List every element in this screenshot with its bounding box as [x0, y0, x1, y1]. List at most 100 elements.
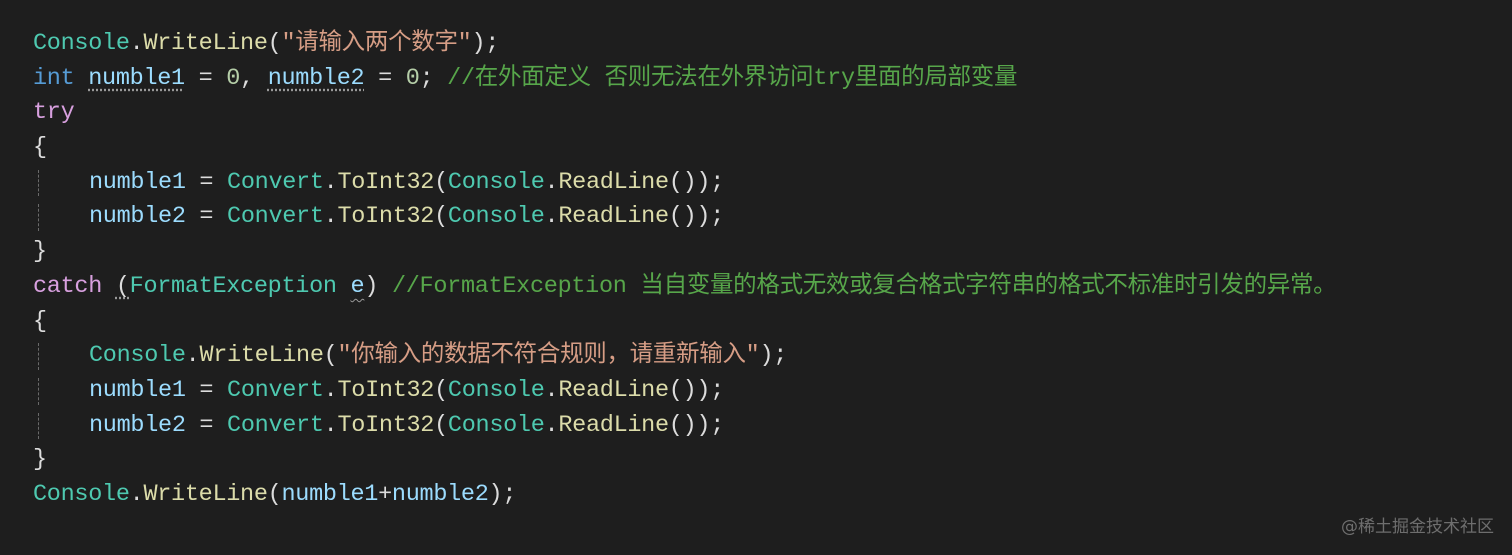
- space: [378, 273, 392, 300]
- method-token: WriteLine: [143, 30, 268, 57]
- variable-token: numble1: [89, 376, 186, 404]
- code-editor[interactable]: Console.WriteLine("请输入两个数字"); int numble…: [33, 27, 1337, 513]
- type-token: Convert: [227, 411, 324, 439]
- variable-token: numble2: [89, 411, 186, 439]
- code-line-10: Console.WriteLine("你输入的数据不符合规则，请重新输入");: [33, 339, 1336, 374]
- watermark: @稀土掘金技术社区: [1341, 517, 1494, 537]
- brace-token: }: [33, 238, 47, 266]
- code-line-3: try: [33, 96, 1336, 131]
- method-token: ReadLine: [558, 376, 669, 404]
- indent-guide: [38, 343, 39, 370]
- keyword-token: catch: [33, 272, 103, 300]
- punct-token: (: [434, 411, 448, 439]
- punct-token: =: [185, 376, 228, 404]
- method-token: ReadLine: [558, 168, 669, 196]
- punct-token: .: [544, 203, 559, 231]
- variable-token: e: [350, 272, 365, 300]
- punct-token: ,: [240, 64, 268, 92]
- method-token: ToInt32: [337, 168, 435, 196]
- punct-token: .: [185, 342, 200, 370]
- method-token: ReadLine: [558, 411, 669, 439]
- punct-token: +: [378, 480, 392, 508]
- type-token: FormatException: [129, 272, 337, 300]
- punct-token: );: [488, 480, 517, 508]
- method-token: ToInt32: [337, 376, 435, 404]
- number-literal: 0: [405, 64, 420, 92]
- code-line-4: {: [33, 131, 1336, 166]
- variable-token: numble1: [281, 480, 379, 508]
- code-line-2: int numble1 = 0, numble2 = 0; //在外面定义 否则…: [33, 62, 1336, 97]
- punct-token: .: [544, 376, 559, 404]
- punct-token: =: [185, 168, 228, 196]
- punct-token: .: [323, 168, 338, 196]
- punct-token: .: [323, 411, 338, 439]
- variable-token: numble2: [267, 64, 365, 92]
- method-token: ReadLine: [558, 203, 669, 231]
- keyword-token: try: [33, 99, 75, 127]
- type-token: Console: [33, 480, 130, 508]
- variable-token: numble1: [88, 64, 185, 92]
- method-token: WriteLine: [199, 342, 324, 370]
- space: [102, 273, 116, 300]
- type-token: Console: [447, 168, 545, 196]
- code-line-7: }: [33, 235, 1336, 270]
- type-token: Convert: [227, 376, 324, 404]
- type-token: Console: [33, 30, 130, 57]
- indent-guide: [38, 204, 39, 232]
- punct-token: .: [544, 411, 559, 439]
- type-token: Convert: [227, 203, 324, 231]
- punct-token: (: [115, 272, 130, 300]
- string-literal: "你输入的数据不符合规则，请重新输入": [337, 342, 760, 370]
- punct-token: .: [129, 30, 144, 57]
- type-token: Convert: [227, 168, 324, 196]
- code-line-1: Console.WriteLine("请输入两个数字");: [33, 27, 1336, 62]
- brace-token: }: [33, 446, 47, 474]
- comment: //FormatException 当自变量的格式无效或复合格式字符串的格式不标…: [391, 272, 1337, 300]
- code-line-13: }: [33, 443, 1336, 478]
- punct-token: .: [323, 376, 338, 404]
- variable-token: numble2: [391, 480, 489, 508]
- string-literal: "请输入两个数字": [281, 30, 472, 57]
- indent-guide: [38, 377, 39, 405]
- code-line-5: numble1 = Convert.ToInt32(Console.ReadLi…: [33, 166, 1336, 201]
- punct-token: ());: [668, 168, 725, 196]
- punct-token: ): [364, 272, 379, 300]
- punct-token: .: [544, 168, 559, 196]
- punct-token: (: [434, 203, 448, 231]
- brace-token: {: [33, 134, 47, 162]
- punct-token: (: [434, 376, 448, 404]
- type-token: Console: [89, 342, 186, 370]
- code-line-6: numble2 = Convert.ToInt32(Console.ReadLi…: [33, 200, 1336, 235]
- variable-token: numble2: [89, 203, 186, 231]
- keyword-token: int: [33, 64, 75, 92]
- punct-token: );: [759, 342, 788, 370]
- punct-token: .: [129, 480, 144, 508]
- punct-token: ());: [668, 376, 725, 404]
- punct-token: =: [185, 203, 228, 231]
- punct-token: ());: [668, 203, 725, 231]
- punct-token: (: [267, 480, 282, 508]
- punct-token: .: [323, 203, 338, 231]
- method-token: ToInt32: [337, 203, 435, 231]
- type-token: Console: [447, 376, 545, 404]
- punct-token: ());: [668, 411, 725, 439]
- punct-token: (: [267, 30, 282, 57]
- space: [337, 273, 351, 300]
- type-token: Console: [447, 203, 545, 231]
- code-line-11: numble1 = Convert.ToInt32(Console.ReadLi…: [33, 374, 1336, 409]
- brace-token: {: [33, 307, 47, 335]
- code-line-12: numble2 = Convert.ToInt32(Console.ReadLi…: [33, 409, 1336, 444]
- punct-token: =: [184, 64, 227, 92]
- punct-token: ;: [419, 64, 448, 92]
- indent-guide: [38, 412, 39, 440]
- method-token: WriteLine: [143, 480, 268, 508]
- punct-token: (: [434, 168, 448, 196]
- punct-token: =: [185, 411, 228, 439]
- number-literal: 0: [226, 64, 241, 92]
- code-line-8: catch (FormatException e) //FormatExcept…: [33, 270, 1337, 305]
- punct-token: );: [471, 30, 500, 57]
- code-line-9: {: [33, 305, 1336, 340]
- method-token: ToInt32: [337, 411, 435, 439]
- code-line-14: Console.WriteLine(numble1+numble2);: [33, 478, 1336, 513]
- punct-token: (: [323, 342, 338, 370]
